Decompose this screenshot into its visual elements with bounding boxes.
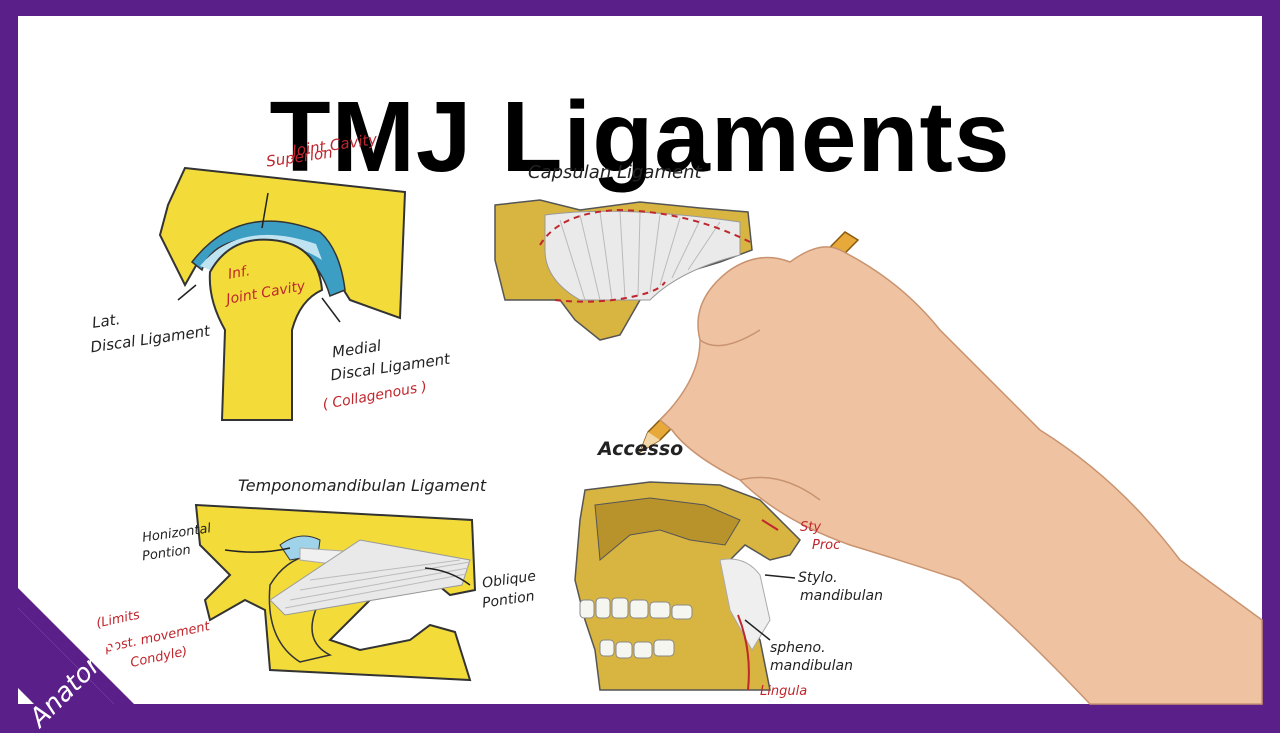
capsular-ligament-illustration <box>494 199 753 341</box>
sphenomandibular-label: spheno. <box>770 640 826 656</box>
sphenomandibular-label-2: mandibulan <box>770 658 853 674</box>
capsular-ligament-heading: Capsulan Ligament <box>528 162 702 183</box>
styloid-label: Sty <box>800 520 822 535</box>
page-title: TMJ Ligaments <box>269 81 1011 193</box>
stylomandibular-label-2: mandibulan <box>800 588 883 604</box>
temporomandibular-ligament-heading: Temponomandibulan Ligament <box>238 476 487 495</box>
accessory-ligaments-illustration <box>574 481 801 691</box>
process-label: Proc <box>812 538 841 553</box>
temporomandibular-ligament-illustration <box>194 503 477 682</box>
stylomandibular-label: Stylo. <box>798 570 838 586</box>
drawing-hand-with-pencil <box>638 231 1263 705</box>
lingula-label: Lingula <box>760 684 808 699</box>
tmj-cross-section-illustration <box>158 166 407 421</box>
accessory-ligaments-heading: Accesso <box>598 438 684 460</box>
